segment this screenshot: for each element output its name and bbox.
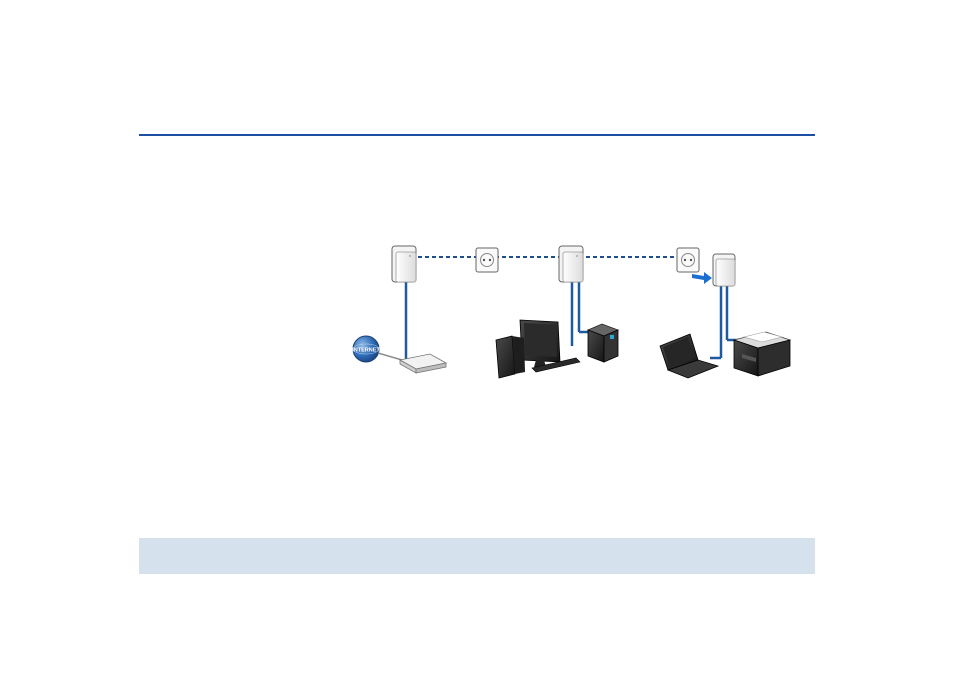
footer-band [139, 538, 815, 574]
media-box-icon [588, 324, 618, 362]
header-rule [139, 134, 815, 136]
powerline-adapter-icon [713, 254, 735, 286]
globe-icon: INTERNET [352, 336, 380, 362]
globe-label: INTERNET [352, 348, 380, 354]
desktop-pc-icon [496, 320, 580, 378]
powerline-adapter-icon [559, 246, 583, 282]
laptop-icon [660, 334, 718, 378]
wall-socket-icon [677, 248, 699, 272]
globe-cable [378, 353, 402, 360]
plug-in-arrow-icon [692, 272, 712, 284]
powerline-adapter-icon [392, 246, 416, 282]
wall-socket-icon [476, 248, 498, 272]
network-diagram: INTERNET [340, 236, 820, 386]
printer-icon [734, 332, 790, 376]
